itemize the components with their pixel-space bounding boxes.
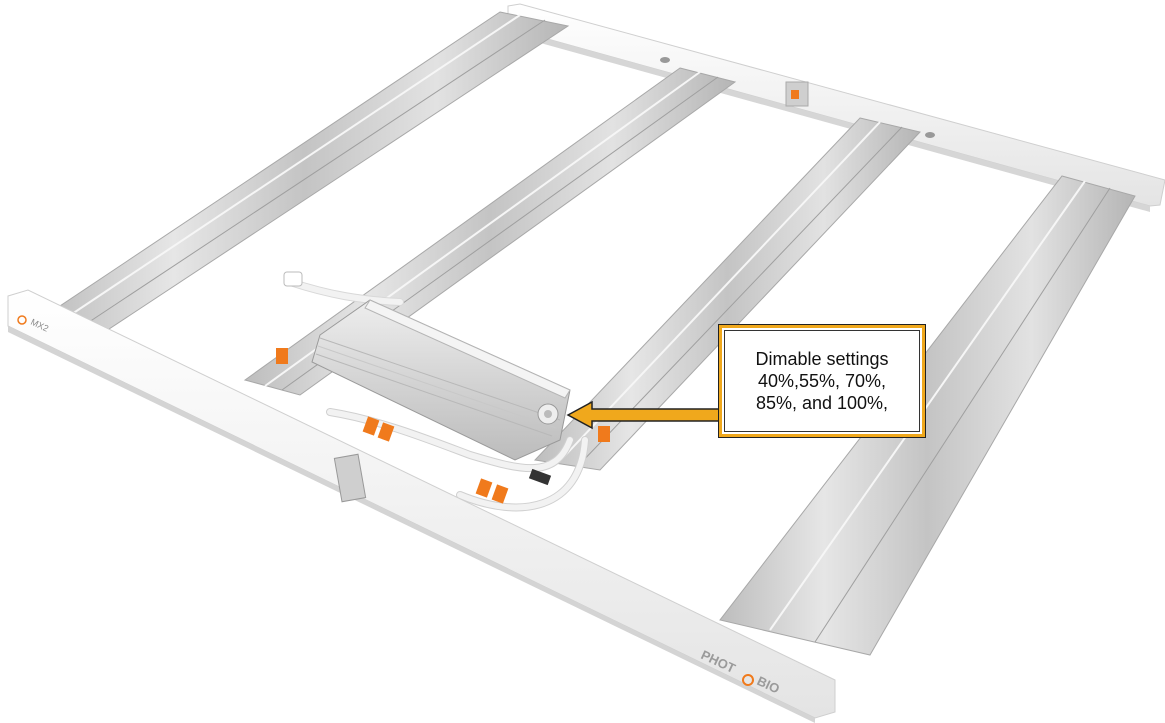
led-bar-4 xyxy=(719,175,1136,656)
hanger-clip-front xyxy=(333,453,367,503)
front-frame-rail: MX2 PHOT BIO xyxy=(7,289,836,723)
led-bars xyxy=(40,11,1136,656)
led-driver-box xyxy=(311,299,571,486)
mount-hole xyxy=(925,132,935,138)
led-bar-3 xyxy=(533,117,921,471)
callout-line-3: 85%, and 100%, xyxy=(755,393,889,413)
connector-orange-back xyxy=(791,90,799,99)
back-frame-rail xyxy=(507,3,1165,212)
mount-hole xyxy=(660,57,670,63)
dimming-callout: Dimable settings 40%,55%, 70%, 85%, and … xyxy=(718,324,926,438)
sun-icon xyxy=(17,315,27,325)
callout-line-2: 40%,55%, 70%, xyxy=(757,371,887,391)
sun-icon xyxy=(742,674,754,686)
cable-connectors xyxy=(276,271,610,504)
callout-line-1: Dimable settings xyxy=(755,349,889,369)
